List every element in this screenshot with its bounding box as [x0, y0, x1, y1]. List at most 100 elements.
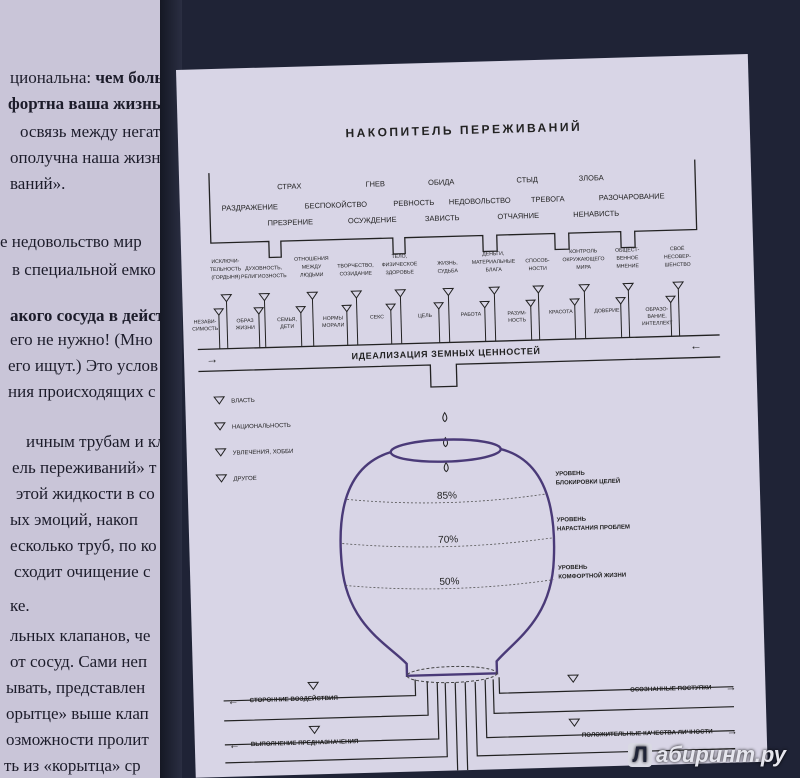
valve-stem [484, 307, 487, 342]
left-page-line: циональна: чем больше [10, 68, 170, 87]
emotion-label: СТЫД [516, 175, 538, 185]
left-page-line: е недовольство мир [0, 232, 142, 251]
valve-stem [677, 289, 681, 337]
valve-triangle-icon [479, 300, 491, 309]
value-label: МАТЕРИАЛЬНЫЕ [472, 259, 516, 266]
emotion-label: ОТЧАЯНИЕ [497, 211, 539, 221]
emotion-label: РЕВНОСТЬ [393, 198, 434, 208]
emotion-label: РАЗДРАЖЕНИЕ [222, 202, 279, 213]
valve-triangle-icon [253, 307, 265, 315]
arrow-left-icon: ← [229, 739, 240, 751]
value-label: ОБЩЕСТ- [615, 247, 640, 254]
valve-stem [627, 290, 631, 338]
level-label: УРОВЕНЬ [558, 565, 588, 572]
left-page-line: ых эмоций, накоп [10, 510, 139, 529]
left-page-line: озможности пролит [6, 730, 149, 749]
left-page-line: ывать, представлен [6, 678, 146, 697]
legend-label: ВЛАСТЬ [231, 398, 255, 405]
valve-triangle-icon [488, 286, 501, 296]
level-label: КОМФОРТНОЙ ЖИЗНИ [558, 571, 626, 581]
svg-text:→: → [206, 352, 218, 366]
value-label: РАБОТА [461, 312, 482, 319]
left-page: циональна: чем больше фортна ваша жизнь. о… [0, 0, 170, 778]
value-label: ШЕНСТВО [665, 262, 691, 269]
outlet-label: ОСОЗНАННЫЕ ПОСТУПКИ [630, 684, 712, 693]
left-page-line: орытце» выше клап [6, 704, 149, 723]
level-label: УРОВЕНЬ [557, 517, 587, 524]
legend-triangle-icon [215, 474, 228, 483]
valve-triangle-icon [394, 289, 407, 298]
valve-stem [355, 298, 359, 346]
emotion-trough [208, 159, 698, 259]
left-page-line: освязь между негатив [20, 122, 170, 141]
outlet-valve-icon [307, 681, 320, 691]
valve-triangle-icon [306, 291, 319, 301]
valve-triangle-icon [578, 284, 591, 293]
left-page-line: акого сосуда в дейст [10, 306, 165, 325]
emotion-label: СТРАХ [277, 182, 302, 192]
emotion-label: ПРЕЗРЕНИЕ [267, 217, 313, 227]
value-label: ДЕТИ [280, 324, 294, 330]
valve-triangle-icon [350, 290, 363, 299]
value-label: МИРА [576, 264, 591, 270]
value-label: СЕКС [370, 314, 384, 320]
level-percent: 50% [439, 576, 459, 588]
valve-stem [300, 312, 303, 347]
emotion-label: НЕДОВОЛЬСТВО [449, 196, 511, 207]
outlet-label: ВЫПОЛНЕНИЕ ПРЕДНАЗНАЧЕНИЯ [251, 738, 359, 748]
value-label: СПОСОБ- [525, 258, 550, 265]
vessel [339, 438, 556, 684]
value-label: СВОЁ [670, 245, 685, 252]
valve-triangle-icon [341, 304, 353, 313]
value-label: ДЕНЬГИ, [482, 251, 504, 258]
diagram-title: НАКОПИТЕЛЬ ПЕРЕЖИВАНИЙ [345, 119, 582, 141]
value-label: ТЕЛЬНОСТЬ [210, 266, 242, 273]
pipe-label: ИДЕАЛИЗАЦИЯ ЗЕМНЫХ ЦЕННОСТЕЙ [351, 345, 540, 361]
legend-triangle-icon [213, 422, 226, 431]
left-page-line: его не нужно! (Мно [10, 330, 153, 349]
left-page-line: льных клапанов, че [10, 626, 151, 645]
left-page-line: ваний». [10, 174, 66, 193]
valve-triangle-icon [213, 308, 225, 317]
left-page-line: ичным трубам и кла [26, 432, 170, 451]
valve-stem [530, 306, 533, 341]
valve-triangle-icon [442, 287, 455, 297]
arrow-right-icon: → [725, 682, 736, 694]
labirint-logo-icon: Л [628, 743, 653, 767]
value-label: НОРМЫ [323, 315, 344, 322]
valve-triangle-icon [433, 302, 445, 310]
value-label: ВАНИЕ, [647, 313, 666, 320]
valve-stem [399, 296, 403, 344]
value-label: ОБРАЗО- [645, 306, 668, 313]
left-page-line: от сосуд. Сами неп [10, 652, 148, 671]
value-label: ИНТЕЛЛЕКТ [642, 320, 674, 327]
value-labels-top: ИСКЛЮЧИ-ТЕЛЬНОСТЬ(ГОРДЫНЯ)ДУХОВНОСТЬ,РЕЛ… [210, 245, 691, 281]
valve-stem [390, 310, 393, 345]
valve-stem [218, 314, 221, 349]
drops [442, 411, 449, 473]
valve-triangle-icon [295, 305, 307, 314]
value-label: РЕЛИГИОЗНОСТЬ [241, 273, 287, 280]
value-label: НЕЗАВИ- [194, 319, 217, 326]
value-label: БЛАГА [486, 267, 503, 273]
valve-stem [263, 300, 267, 348]
level-label: НАРАСТАНИЯ ПРОБЛЕМ [557, 525, 630, 533]
value-label: ЗДОРОВЬЕ [385, 269, 414, 276]
value-label: ТЕЛО, [391, 254, 407, 260]
left-page-line: ель переживаний» т [12, 458, 157, 477]
value-label: НОСТЬ [508, 317, 527, 324]
value-label: ДОВЕРИЕ [594, 308, 620, 315]
left-page-line: фортна ваша жизнь. [8, 94, 166, 113]
emotion-label: РАЗОЧАРОВАНИЕ [599, 191, 665, 202]
value-label: РАЗУМ- [507, 310, 526, 317]
level-line [347, 493, 548, 504]
value-label: НОСТИ [528, 266, 547, 273]
value-labels-bottom: НЕЗАВИ-СИМОСТЬОБРАЗЖИЗНИСЕМЬЯ,ДЕТИНОРМЫМ… [192, 306, 674, 332]
value-label: НЕСОВЕР- [664, 254, 691, 261]
value-label: СУДЬБА [437, 268, 458, 275]
idealization-pipe: → ← ИДЕАЛИЗАЦИЯ ЗЕМНЫХ ЦЕННОСТЕЙ [197, 334, 721, 388]
